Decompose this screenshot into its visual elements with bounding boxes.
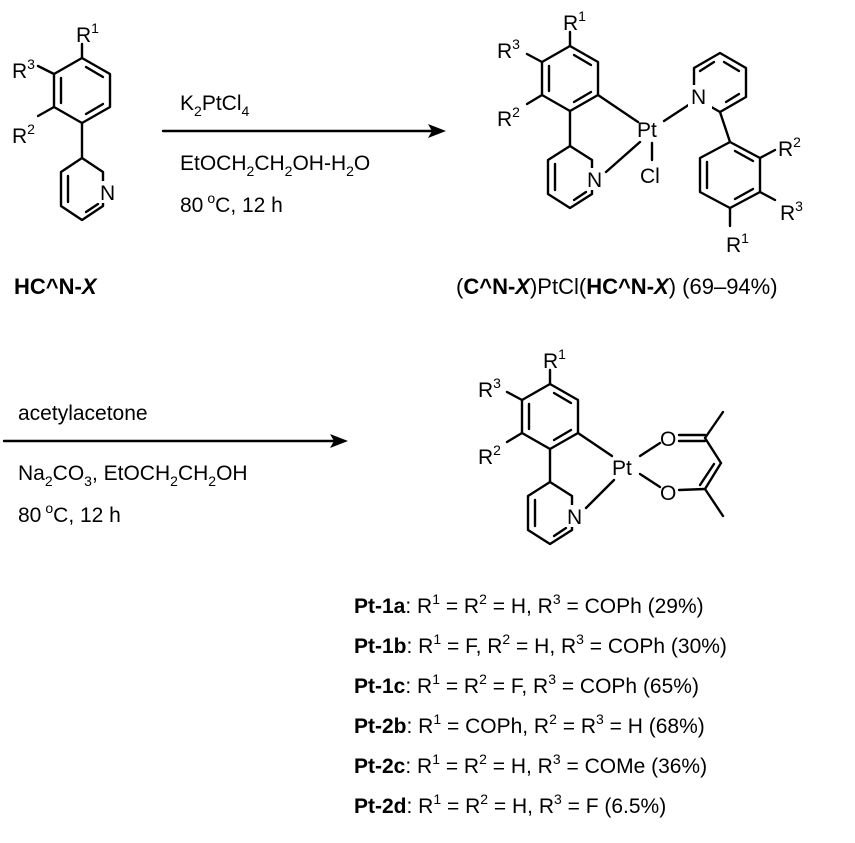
step2-reagent: acetylacetone bbox=[18, 402, 148, 425]
entry-text: = R bbox=[441, 795, 480, 818]
acac-o-bottom: O bbox=[660, 482, 676, 505]
ligand-r2: R2 bbox=[12, 121, 35, 148]
ligand-pyridine-ring bbox=[59, 156, 105, 222]
dimer-pendant-aryl-ring bbox=[698, 140, 762, 210]
product-r2: R2 bbox=[478, 442, 501, 469]
dimer-r2-top: R2 bbox=[497, 104, 520, 131]
entry-text: : R bbox=[407, 795, 434, 818]
entry-text: = R bbox=[440, 755, 479, 778]
entry-text: = R bbox=[440, 595, 479, 618]
dimer-r3-bottom: R3 bbox=[780, 198, 803, 225]
superscript: 1 bbox=[433, 631, 441, 647]
step1-arrow bbox=[161, 124, 446, 138]
entry-text: = R bbox=[440, 675, 479, 698]
product-entry: Pt-1a: R1 = R2 = H, R3 = COPh (29%) bbox=[354, 591, 704, 618]
entry-text: : R bbox=[405, 755, 432, 778]
product-name: Pt-2b bbox=[354, 715, 407, 738]
superscript: 2 bbox=[502, 631, 510, 647]
product-r1: R1 bbox=[543, 346, 566, 373]
acac-o-top: O bbox=[660, 428, 676, 451]
entry-text: = COPh (65%) bbox=[556, 675, 699, 698]
ligand-r1: R1 bbox=[76, 20, 99, 47]
product-name: Pt-1a bbox=[354, 595, 406, 618]
dimer-cl-atom: Cl bbox=[640, 165, 660, 188]
entry-text: = COPh (29%) bbox=[561, 595, 704, 618]
dimer-r3-top: R3 bbox=[497, 36, 520, 63]
entry-text: = F (6.5%) bbox=[562, 795, 666, 818]
step2-arrow bbox=[2, 434, 348, 448]
product-list: Pt-1a: R1 = R2 = H, R3 = COPh (29%)Pt-1b… bbox=[354, 591, 727, 818]
entry-text: : R bbox=[405, 675, 432, 698]
step1-reagent: K2PtCl4 bbox=[180, 92, 250, 119]
entry-text: = F, R bbox=[487, 675, 548, 698]
superscript: 2 bbox=[479, 671, 487, 687]
entry-text: = R bbox=[557, 715, 596, 738]
product-name: Pt-2d bbox=[354, 795, 407, 818]
superscript: 2 bbox=[480, 791, 488, 807]
dimer-r1-bottom: R1 bbox=[726, 230, 749, 257]
entry-text: = COPh (30%) bbox=[584, 635, 727, 658]
entry-text: = COPh, R bbox=[441, 715, 549, 738]
product-entry: Pt-1c: R1 = R2 = F, R3 = COPh (65%) bbox=[354, 671, 699, 698]
entry-text: : R bbox=[407, 635, 434, 658]
entry-text: = H (68%) bbox=[604, 715, 705, 738]
superscript: 3 bbox=[554, 791, 562, 807]
superscript: 3 bbox=[548, 671, 556, 687]
product-pt-atom: Pt bbox=[612, 457, 632, 480]
product-entry: Pt-2b: R1 = COPh, R2 = R3 = H (68%) bbox=[354, 711, 705, 738]
dimer-aryl-ring bbox=[540, 44, 600, 113]
superscript: 3 bbox=[576, 631, 584, 647]
product-n-atom: N bbox=[567, 506, 582, 529]
entry-text: = F, R bbox=[441, 635, 502, 658]
entry-text: : R bbox=[407, 715, 434, 738]
ligand-label: HC^N-X bbox=[14, 274, 98, 299]
superscript: 1 bbox=[433, 711, 441, 727]
superscript: 3 bbox=[553, 751, 561, 767]
ligand-benzene-ring bbox=[52, 56, 112, 125]
entry-text: = H, R bbox=[487, 755, 553, 778]
superscript: 2 bbox=[549, 711, 557, 727]
dimer-label: (C^N-X)PtCl(HC^N-X) (69–94%) bbox=[456, 274, 778, 299]
product-name: Pt-1b bbox=[354, 635, 407, 658]
step1-solvent: EtOCH2CH2OH-H2O bbox=[180, 152, 370, 179]
ligand-r3: R3 bbox=[12, 56, 35, 83]
dimer-pyridine-ring bbox=[546, 144, 594, 210]
superscript: 3 bbox=[553, 591, 561, 607]
superscript: 1 bbox=[432, 671, 440, 687]
dimer-r2-bottom: R2 bbox=[778, 134, 801, 161]
entry-text: = H, R bbox=[487, 595, 553, 618]
step2-base-solvent: Na2CO3, EtOCH2CH2OH bbox=[18, 462, 248, 489]
ligand-structure: N R1 R3 R2 bbox=[12, 20, 119, 222]
superscript: 1 bbox=[433, 791, 441, 807]
product-entry: Pt-1b: R1 = F, R2 = H, R3 = COPh (30%) bbox=[354, 631, 727, 658]
dimer-r1-top: R1 bbox=[563, 8, 586, 35]
entry-text: = COMe (36%) bbox=[561, 755, 707, 778]
ligand-n-atom: N bbox=[100, 182, 115, 205]
product-name: Pt-2c bbox=[354, 755, 406, 778]
product-aryl-ring bbox=[520, 382, 580, 451]
product-pyridine-ring bbox=[526, 480, 574, 546]
superscript: 1 bbox=[432, 751, 440, 767]
product-structure: R1 R3 R2 N Pt O O bbox=[478, 346, 725, 546]
dimer-pt-atom: Pt bbox=[637, 119, 657, 142]
product-r3: R3 bbox=[478, 375, 501, 402]
acac-ligand: O O bbox=[638, 410, 725, 518]
entry-text: : R bbox=[405, 595, 432, 618]
product-entry: Pt-2d: R1 = R2 = H, R3 = F (6.5%) bbox=[354, 791, 666, 818]
superscript: 3 bbox=[596, 711, 604, 727]
entry-text: = H, R bbox=[488, 795, 554, 818]
product-entry: Pt-2c: R1 = R2 = H, R3 = COMe (36%) bbox=[354, 751, 707, 778]
superscript: 1 bbox=[432, 591, 440, 607]
superscript: 2 bbox=[479, 751, 487, 767]
dimer-n-pendant: N bbox=[691, 86, 706, 109]
product-name: Pt-1c bbox=[354, 675, 406, 698]
dimer-n-cyclometalated: N bbox=[587, 169, 602, 192]
dimer-structure: R1 R3 R2 N Pt Cl N bbox=[497, 8, 803, 257]
entry-text: = H, R bbox=[510, 635, 576, 658]
superscript: 2 bbox=[479, 591, 487, 607]
